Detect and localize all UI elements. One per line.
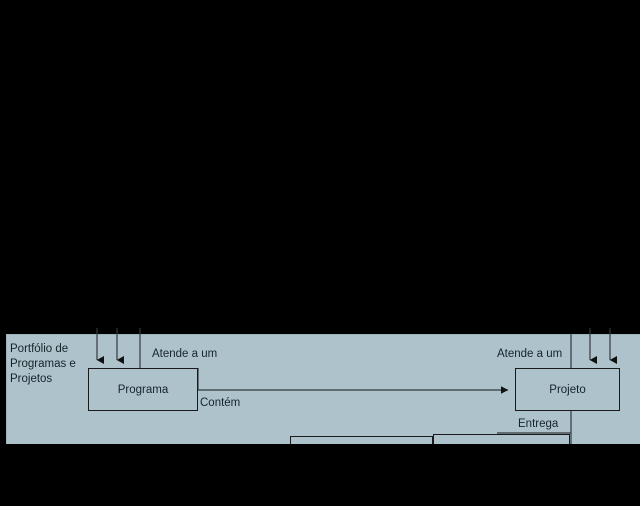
relationship-label-entrega: Entrega [518,418,559,430]
relationship-label-atende-a-um-direita: Atende a um [497,348,563,360]
entity-label-programa: Programa [117,383,169,396]
partial-entity-box-right[interactable] [433,434,570,444]
swimlane-label-portfolio: Portfólio de Programas e Projetos [10,343,76,385]
relationship-label-contem: Contém [200,397,241,409]
entity-box-programa[interactable]: Programa [88,368,198,411]
entity-label-projeto: Projeto [549,383,586,396]
entity-box-projeto[interactable]: Projeto [515,368,620,411]
relationship-label-atende-a-um-esquerda: Atende a um [152,348,218,360]
partial-entity-box-left[interactable] [290,436,433,444]
